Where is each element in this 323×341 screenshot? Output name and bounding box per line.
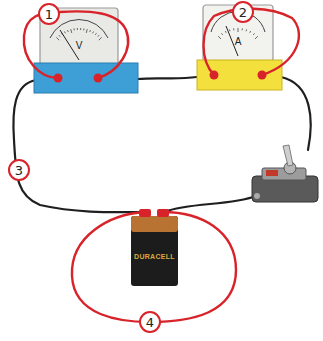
scale-tick <box>246 29 248 31</box>
scale-tick <box>92 31 94 33</box>
scale-tick <box>71 29 72 33</box>
battery <box>131 209 178 286</box>
scale-tick <box>59 35 60 37</box>
scale-tick <box>86 29 87 33</box>
scale-tick <box>83 28 84 30</box>
scale-tick <box>242 28 243 30</box>
wire <box>164 196 256 212</box>
scale-tick <box>77 28 78 30</box>
meter-unit: V <box>76 41 83 51</box>
scale-tick <box>56 37 59 40</box>
wire-4 <box>72 212 236 322</box>
callout-circle <box>233 2 253 22</box>
scale-tick <box>67 30 69 32</box>
scale-tick <box>255 36 258 39</box>
wire <box>281 77 311 150</box>
scale-tick <box>98 35 99 37</box>
scale-tick <box>229 29 231 31</box>
battery-brand: DURACELL <box>134 253 175 260</box>
scale-tick <box>80 28 81 30</box>
scale-tick <box>73 28 74 30</box>
scale-tick <box>222 33 223 35</box>
scale-tick <box>253 33 254 35</box>
toggle-switch <box>252 145 318 202</box>
wire-3 <box>13 80 145 212</box>
scale-tick <box>249 31 251 33</box>
callout-number: 1 <box>45 8 53 21</box>
callout-number: 3 <box>15 164 23 177</box>
callout-number: 2 <box>239 6 247 19</box>
wire <box>137 77 197 79</box>
scale-tick <box>218 36 221 39</box>
wire-1 <box>24 11 128 78</box>
scale-tick <box>99 37 102 40</box>
callout-circle <box>9 160 29 180</box>
scale-tick <box>225 31 227 33</box>
scale-tick <box>89 30 91 32</box>
ammeter <box>197 5 282 90</box>
scale-tick <box>64 31 66 33</box>
callout-circle <box>39 4 59 24</box>
callout-circle <box>140 312 160 332</box>
meter-unit: A <box>235 37 242 47</box>
scale-tick <box>238 28 239 32</box>
scale-tick <box>95 33 96 35</box>
scale-tick <box>233 28 234 30</box>
callout-number: 4 <box>146 316 154 329</box>
